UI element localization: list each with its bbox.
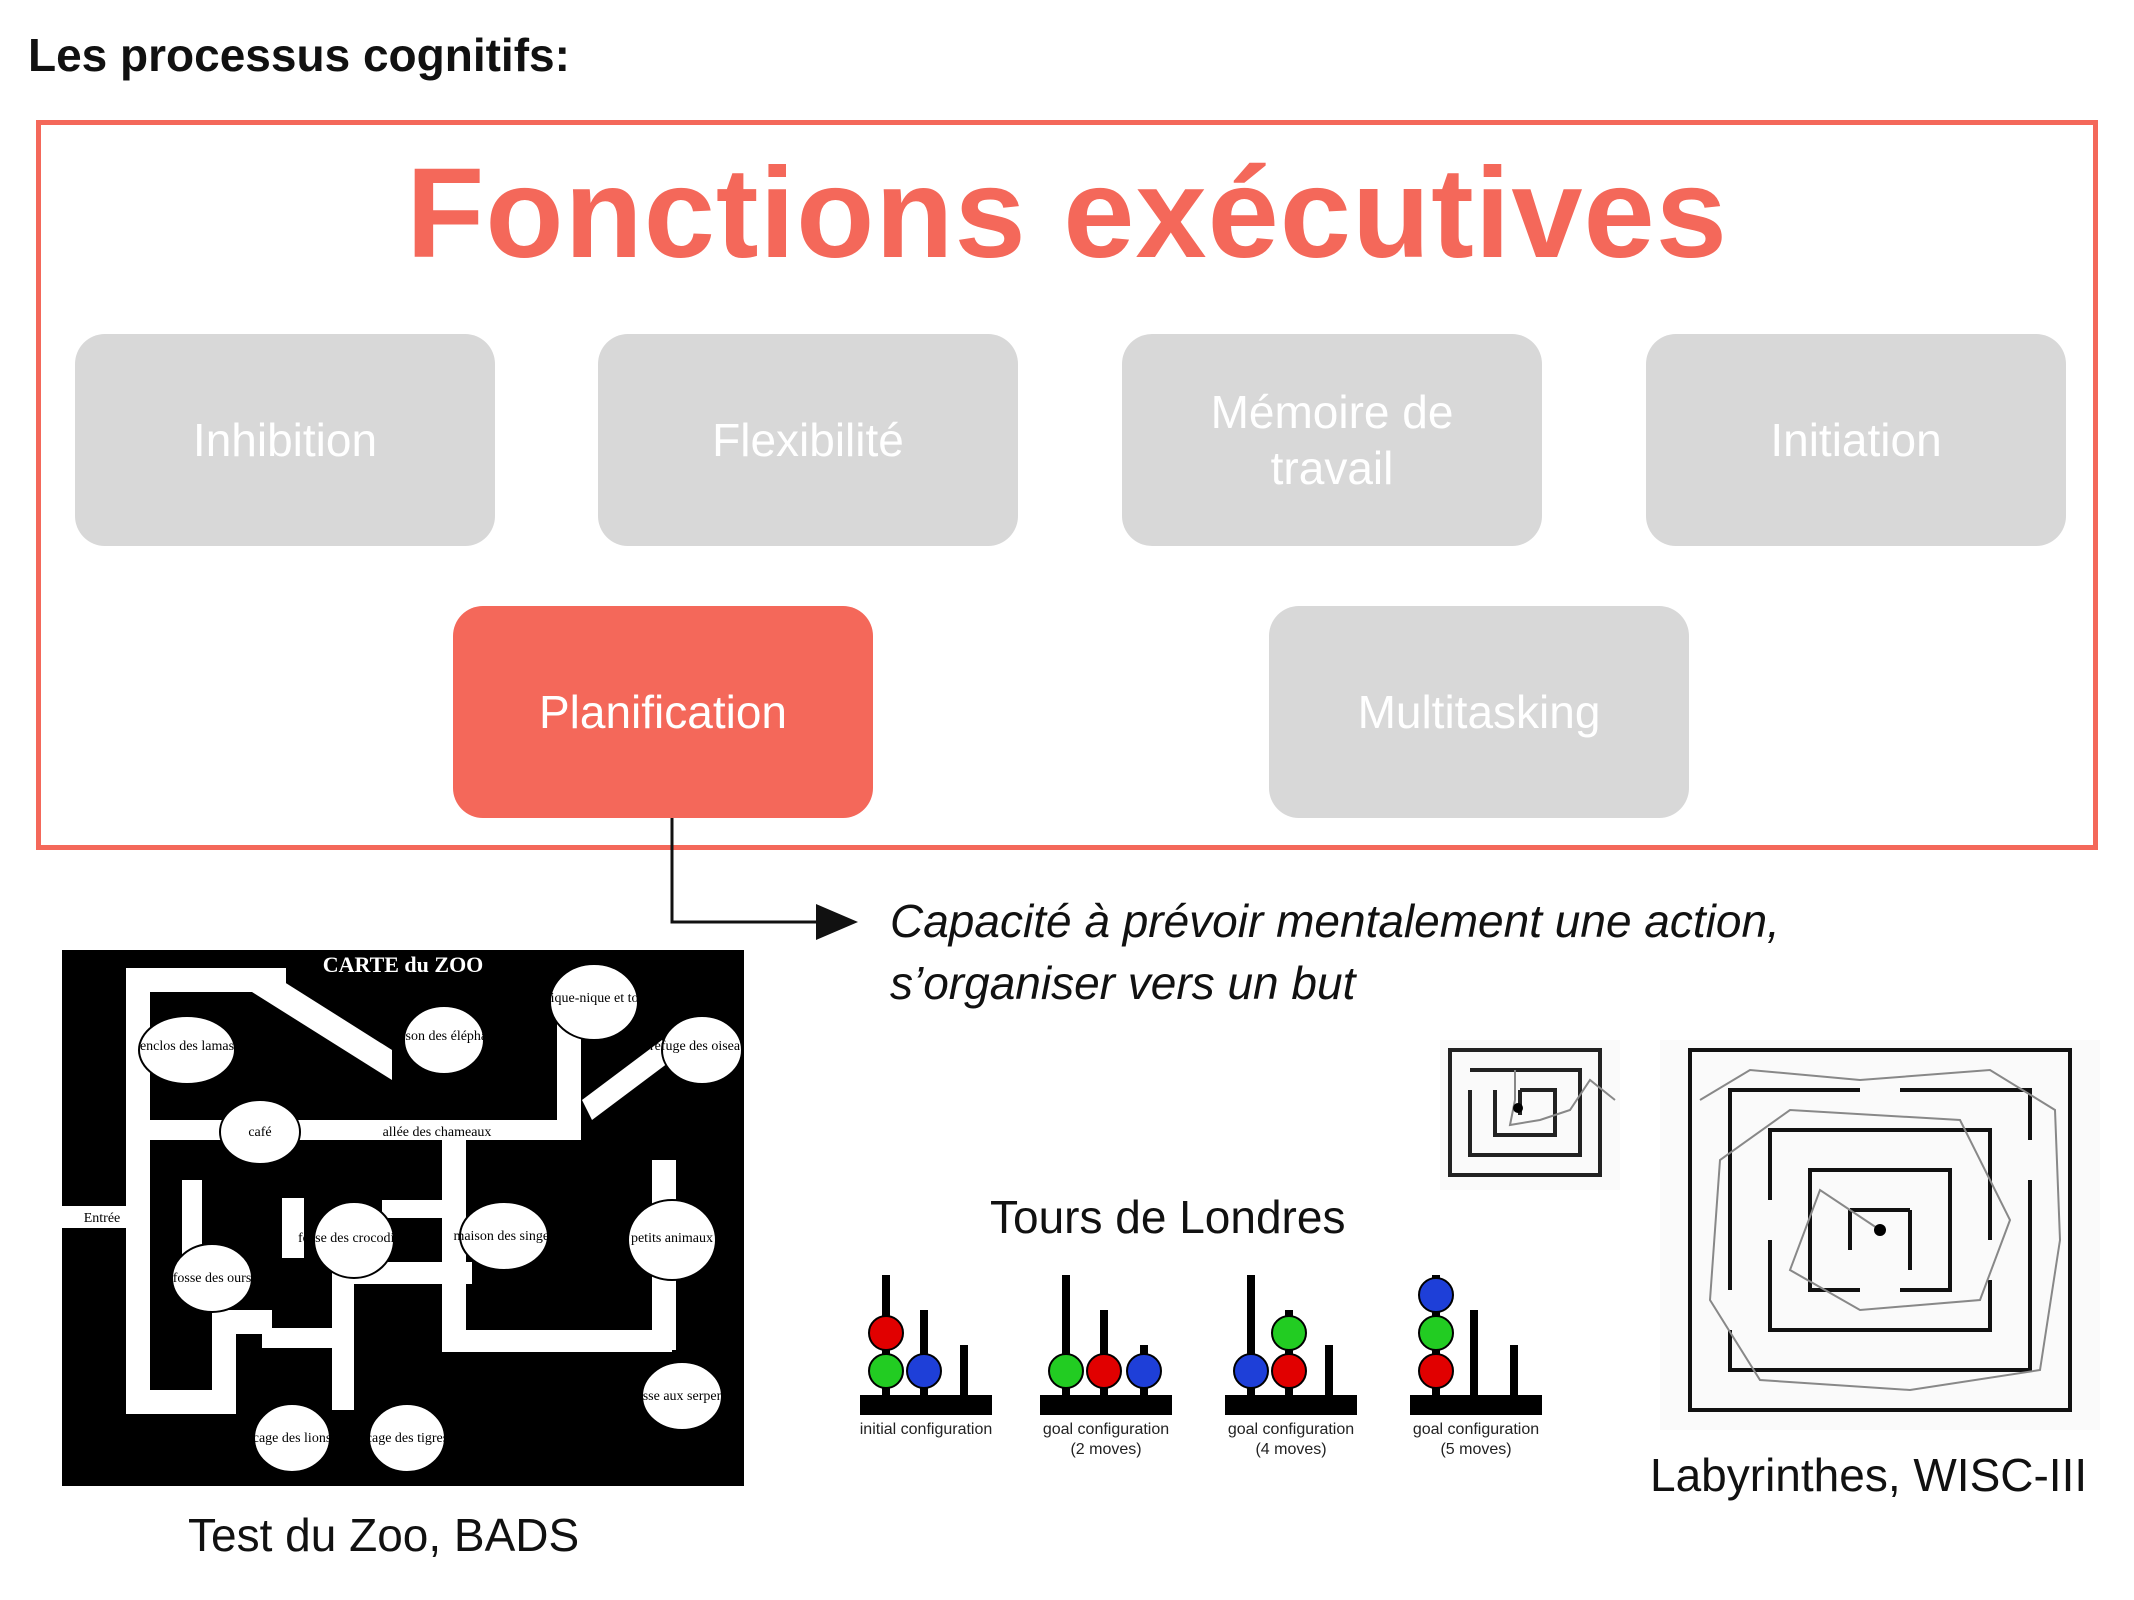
box-multitasking: Multitasking [1269,606,1689,818]
zoo-label: coin pique-nique et toilettes [516,991,672,1006]
zoo-label: cage des lions [253,1431,332,1446]
zoo-label: fosse aux serpents [631,1389,733,1404]
tower-config-initial [860,1275,992,1415]
page-heading: Les processus cognitifs: [28,29,570,81]
tower-of-london-figure [850,1265,1550,1435]
executive-functions-frame [36,120,2098,850]
zoo-label: cage des tigres [366,1431,448,1446]
box-planification: Planification [453,606,873,818]
zoo-label: petits animaux [631,1231,713,1246]
zoo-label: maison des singes [453,1229,554,1244]
zoo-label: enclos des lamas [140,1039,234,1054]
box-initiation: Initiation [1646,334,2066,546]
maze-caption: Labyrinthes, WISC-III [1650,1449,2088,1501]
zoo-label: refuge des oiseaux [650,1039,744,1054]
planification-definition: Capacité à prévoir mentalement une actio… [890,895,1780,1009]
large-maze-image [1660,1040,2100,1430]
tower-config-caption: goal configuration(2 moves) [1042,1421,1170,1458]
zoo-map-title: CARTE du ZOO [323,952,484,977]
zoo-label: maison des éléphants [385,1029,504,1044]
zoo-caption: Test du Zoo, BADS [188,1509,580,1561]
diagram-title: Fonctions exécutives [406,142,1728,285]
zoo-label: fosse des ours [173,1271,252,1286]
zoo-label: Entrée [84,1211,121,1226]
tower-config-caption: initial configuration [859,1421,993,1438]
small-maze-image [1440,1040,1620,1190]
box-inhibition: Inhibition [75,334,495,546]
tower-config-goal-2 [1040,1275,1172,1415]
tower-caption: Tours de Londres [990,1191,1346,1243]
zoo-label: fosse des crocodiles [298,1231,410,1246]
zoo-label: allée des chameaux [383,1125,492,1140]
tower-config-goal-4 [1225,1275,1357,1415]
box-memoire-de-travail: Mémoire de travail [1122,334,1542,546]
zoo-map-image: CARTE du ZOO enclos des lamas maison des… [62,950,744,1486]
tower-config-caption: goal configuration(4 moves) [1227,1421,1355,1458]
box-flexibilite: Flexibilité [598,334,1018,546]
zoo-label: café [248,1125,271,1140]
tower-config-goal-5 [1410,1275,1542,1415]
tower-config-caption: goal configuration(5 moves) [1412,1421,1540,1458]
